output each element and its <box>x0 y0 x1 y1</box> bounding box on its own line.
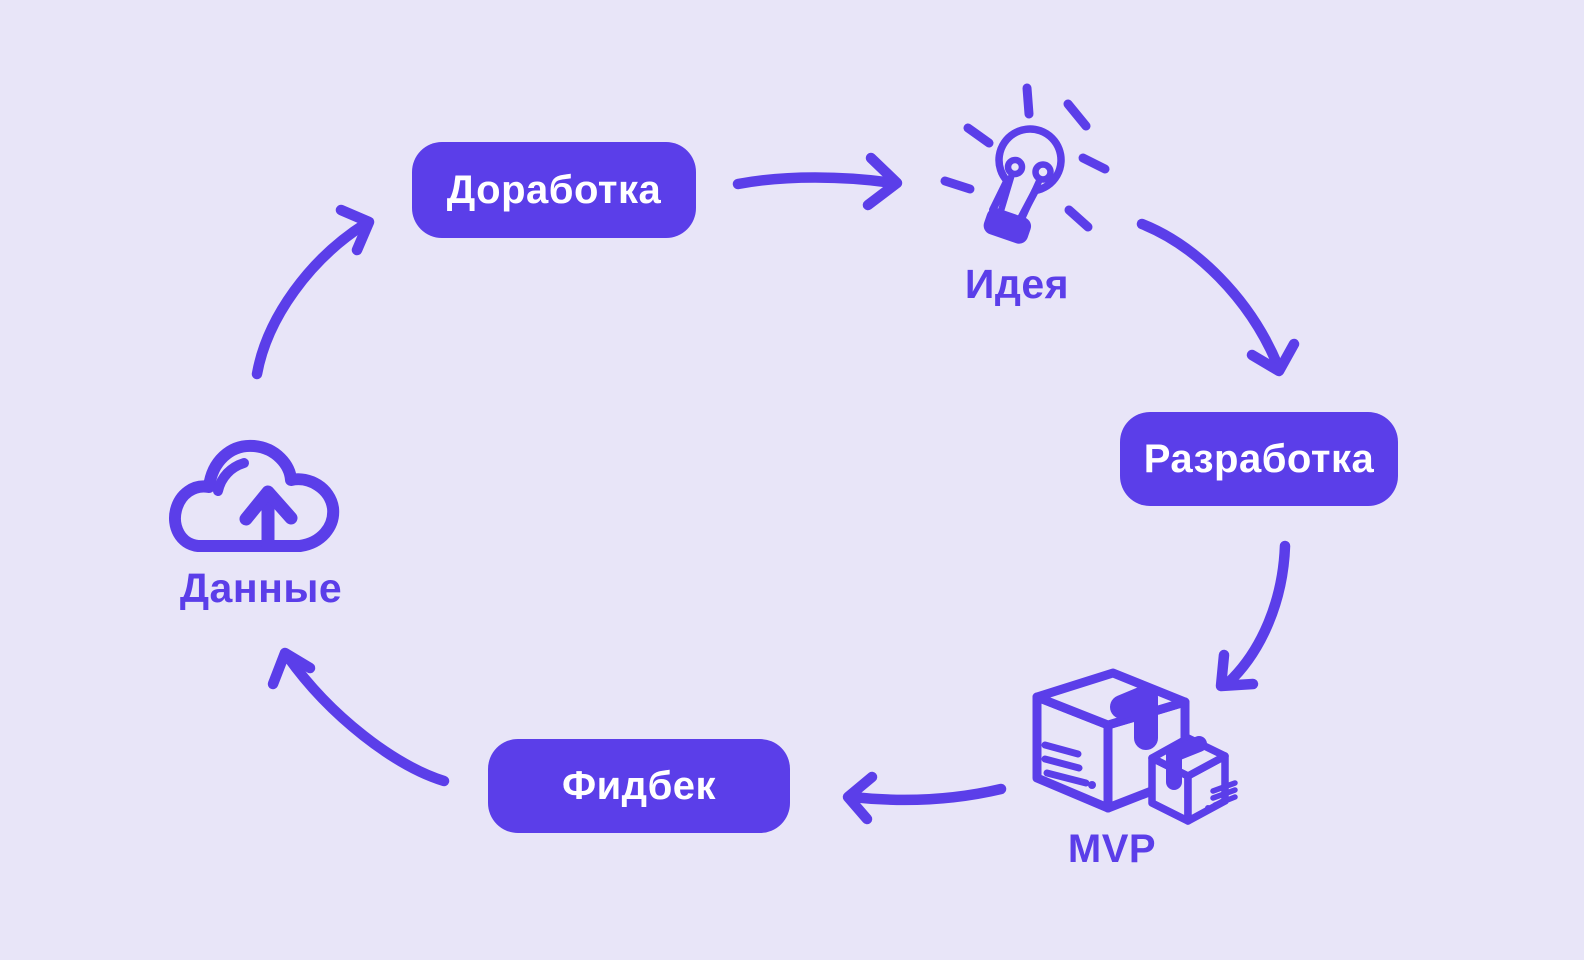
arrow-mvp-to-feedback <box>842 771 1007 825</box>
step-data-label: Данные <box>179 565 343 611</box>
step-feedback-label: Фидбек <box>561 763 717 808</box>
step-development-label: Разработка <box>1143 436 1375 481</box>
arrow-development-to-mvp <box>1215 540 1291 692</box>
step-refinement-pill: Доработка <box>412 142 696 238</box>
arrow-data-to-refinement <box>251 204 375 380</box>
step-feedback-pill: Фидбек <box>488 739 790 833</box>
step-development-pill: Разработка <box>1120 412 1398 506</box>
step-refinement-label: Доработка <box>446 167 662 212</box>
arrow-feedback-to-data <box>267 647 450 787</box>
arrow-idea-to-development <box>1136 218 1300 377</box>
step-mvp-label: MVP <box>1067 827 1157 871</box>
package-boxes-icon <box>1032 668 1238 825</box>
cloud-upload-icon <box>169 439 340 552</box>
arrow-refinement-to-idea <box>732 152 903 211</box>
lightbulb-icon <box>940 83 1110 244</box>
step-idea-label: Идея <box>964 261 1070 307</box>
